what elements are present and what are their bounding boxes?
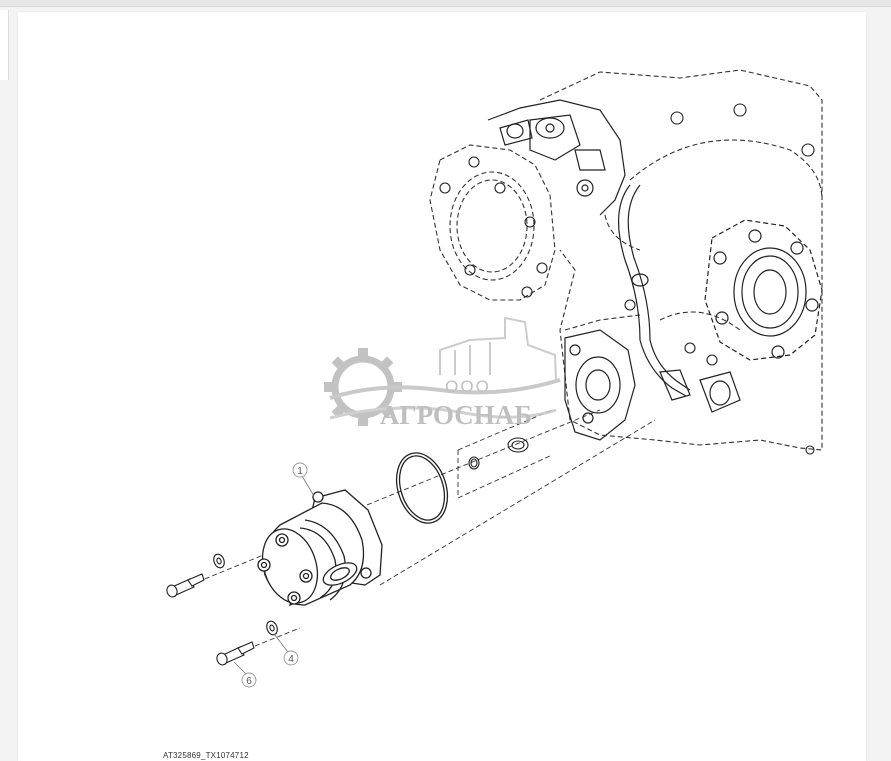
agrosnab-watermark: ООО АГРОСНАБ [324,316,561,430]
washers [213,553,278,636]
assembly-guide-lines [189,409,656,653]
upper-valve-block [487,99,626,216]
watermark-org-prefix: ООО [445,377,491,396]
pump-mount-pad [564,329,741,441]
callout-1: 1 [292,462,315,497]
figure-reference-code: AT325869_TX1074712 [163,751,249,760]
o-ring-seal [395,452,449,524]
callout-6: 6 [233,661,257,688]
callout-label-1: 1 [297,466,303,477]
housing-bolts [624,103,815,455]
hydraulic-pump [257,489,383,607]
watermark-swoosh [329,378,561,400]
left-panel-edge [0,10,9,80]
callout-label-6: 6 [246,676,252,687]
callout-label-4: 4 [288,654,294,665]
top-bar [0,0,891,7]
watermark-swoosh-lower [329,406,557,420]
right-output-flange [704,219,823,361]
inset-seals [468,437,529,470]
callout-4: 4 [273,633,299,666]
flange-bolts [439,156,548,298]
left-flange [429,144,556,301]
harvester-silhouette-icon [439,316,557,381]
figure-card [18,12,866,761]
transmission-housing [539,69,823,451]
watermark-brand: АГРОСНАБ [380,400,532,430]
hydraulic-hose [618,184,691,401]
cap-screws [166,573,255,666]
